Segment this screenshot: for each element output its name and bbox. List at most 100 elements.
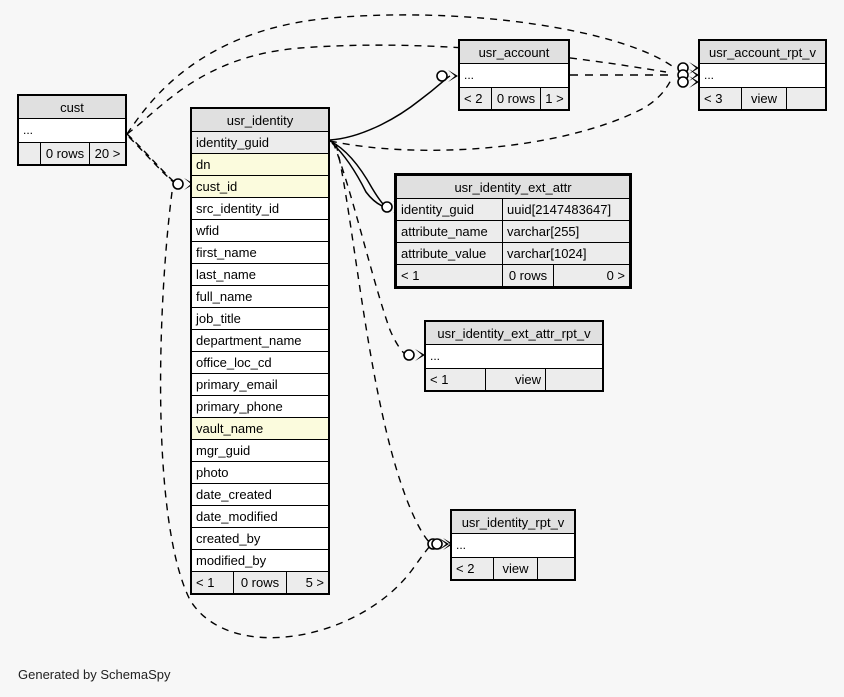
table-row: ... [18,118,126,143]
table-title: usr_identity_ext_attr [396,175,630,199]
column-ellipsis: ... [18,118,126,143]
column-photo: photo [191,461,329,484]
column-office_loc_cd: office_loc_cd [191,351,329,374]
column-attribute_name: attribute_name [396,220,503,243]
table-row: primary_email [191,373,329,396]
footer-left[interactable]: < 2 [459,87,492,110]
table-row: vault_name [191,417,329,440]
footer-kind: view [741,87,787,110]
table-header-row: usr_account [459,40,569,64]
table-header-row: usr_identity_rpt_v [451,510,575,534]
column-src_identity_id: src_identity_id [191,197,329,220]
table-usr_identity[interactable]: usr_identity identity_guid dn cust_id sr… [190,107,330,595]
footer-right[interactable]: 5 > [286,571,329,594]
footer-kind: view [493,557,538,580]
edge-usr_identity-ext_attr [329,140,385,206]
footer-right [537,557,575,580]
column-identity_guid: identity_guid [191,131,329,154]
table-row: attribute_value varchar[1024] [396,242,630,265]
column-ellipsis: ... [451,533,575,558]
table-usr_identity_ext_attr[interactable]: usr_identity_ext_attr identity_guid uuid… [394,173,632,289]
table-row: attribute_name varchar[255] [396,220,630,243]
column-wfid: wfid [191,219,329,242]
table-header-row: usr_identity_ext_attr_rpt_v [425,321,603,345]
table-row: ... [699,63,826,88]
footer-right[interactable]: 20 > [89,142,126,165]
table-cust[interactable]: cust ... 0 rows 20 > [17,94,127,166]
table-header-row: usr_identity [191,108,329,132]
table-row: job_title [191,307,329,330]
footer-left[interactable]: < 1 [425,368,486,391]
column-department_name: department_name [191,329,329,352]
footer-rows: 0 rows [502,264,554,287]
edge-usr_identity-ext_attr-b [331,142,383,207]
connector-usr_account_rpt_v-left-c [677,75,700,89]
footer-kind: view [485,368,546,391]
footer-left[interactable] [18,142,41,165]
view-usr_identity_ext_attr_rpt_v[interactable]: usr_identity_ext_attr_rpt_v ... < 1 view [424,320,604,392]
table-row: primary_phone [191,395,329,418]
footer-rows: 0 rows [233,571,287,594]
view-usr_identity_rpt_v[interactable]: usr_identity_rpt_v ... < 2 view [450,509,576,581]
table-row: office_loc_cd [191,351,329,374]
table-title: cust [18,95,126,119]
footer-rows: 0 rows [40,142,90,165]
column-cust_id: cust_id [191,175,329,198]
footer-left[interactable]: < 1 [191,571,234,594]
table-row: modified_by [191,549,329,572]
table-row: ... [459,63,569,88]
table-title: usr_identity [191,108,329,132]
column-ellipsis: ... [459,63,569,88]
table-row: created_by [191,527,329,550]
table-title: usr_account [459,40,569,64]
table-row: mgr_guid [191,439,329,462]
column-identity_guid: identity_guid [396,198,503,221]
column-attribute_value-type: varchar[1024] [502,242,630,265]
column-mgr_guid: mgr_guid [191,439,329,462]
table-footer-row: < 1 0 rows 0 > [396,264,630,287]
table-row: full_name [191,285,329,308]
footer-right[interactable]: 1 > [540,87,569,110]
table-footer-row: < 1 0 rows 5 > [191,571,329,594]
footer-right[interactable]: 0 > [553,264,630,287]
column-modified_by: modified_by [191,549,329,572]
table-title: usr_account_rpt_v [699,40,826,64]
column-attribute_value: attribute_value [396,242,503,265]
table-row: date_created [191,483,329,506]
table-header-row: cust [18,95,126,119]
column-job_title: job_title [191,307,329,330]
view-usr_account_rpt_v[interactable]: usr_account_rpt_v ... < 3 view [698,39,827,111]
column-created_by: created_by [191,527,329,550]
table-footer-row: < 3 view [699,87,826,110]
column-attribute_name-type: varchar[255] [502,220,630,243]
column-primary_phone: primary_phone [191,395,329,418]
edge-usr_identity-usr_account [329,75,451,141]
table-footer-row: < 2 0 rows 1 > [459,87,569,110]
footer-right [786,87,826,110]
footer-right [545,368,603,391]
table-row: photo [191,461,329,484]
connector-usr_account_rpt_v-left [677,61,700,75]
footer-left[interactable]: < 3 [699,87,742,110]
connector-usr_account-left [436,69,459,83]
table-title: usr_identity_rpt_v [451,510,575,534]
table-row: identity_guid uuid[2147483647] [396,198,630,221]
table-row: department_name [191,329,329,352]
footer-left[interactable]: < 2 [451,557,494,580]
table-row: identity_guid [191,131,329,154]
footer-left[interactable]: < 1 [396,264,503,287]
column-primary_email: primary_email [191,373,329,396]
table-header-row: usr_identity_ext_attr [396,175,630,199]
table-row: ... [451,533,575,558]
column-identity_guid-type: uuid[2147483647] [502,198,630,221]
column-date_modified: date_modified [191,505,329,528]
table-row: dn [191,153,329,176]
table-row: ... [425,344,603,369]
table-footer-row: < 1 view [425,368,603,391]
footer-rows: 0 rows [491,87,541,110]
table-footer-row: < 2 view [451,557,575,580]
table-usr_account[interactable]: usr_account ... < 2 0 rows 1 > [458,39,570,111]
column-dn: dn [191,153,329,176]
column-date_created: date_created [191,483,329,506]
table-row: last_name [191,263,329,286]
